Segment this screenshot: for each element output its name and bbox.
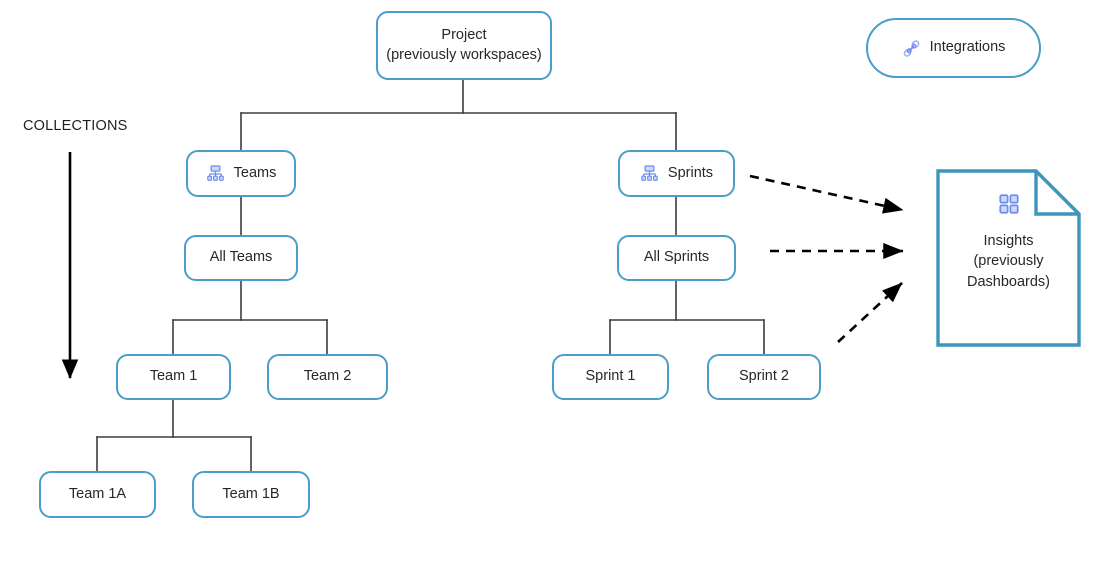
grid-2x2-icon bbox=[998, 193, 1020, 220]
node-team-2[interactable]: Team 2 bbox=[267, 354, 388, 400]
node-team-1b-label: Team 1B bbox=[222, 485, 280, 502]
node-team-1b[interactable]: Team 1B bbox=[192, 471, 310, 518]
node-sprint-2-label: Sprint 2 bbox=[739, 368, 789, 385]
insights-content: Insights (previously Dashboards) bbox=[936, 169, 1081, 347]
node-project-label: Project (previously workspaces) bbox=[386, 26, 542, 63]
dashed-arrow-sprint2-insights bbox=[837, 282, 903, 343]
node-team-1-label: Team 1 bbox=[149, 368, 198, 385]
document-shape bbox=[936, 169, 1081, 347]
node-project[interactable]: Project (previously workspaces) bbox=[376, 11, 552, 80]
dashed-relations bbox=[749, 174, 904, 343]
node-sprint-1-label: Sprint 1 bbox=[585, 368, 636, 385]
org-chart-icon bbox=[640, 164, 659, 183]
node-integrations-label: Integrations bbox=[929, 39, 1006, 56]
node-teams-label: Teams bbox=[233, 164, 277, 181]
node-all-teams[interactable]: All Teams bbox=[184, 235, 298, 281]
node-sprint-1[interactable]: Sprint 1 bbox=[552, 354, 669, 400]
node-insights[interactable]: Insights (previously Dashboards) bbox=[936, 169, 1081, 347]
node-all-sprints[interactable]: All Sprints bbox=[617, 235, 736, 281]
node-teams[interactable]: Teams bbox=[186, 150, 296, 197]
node-team-2-label: Team 2 bbox=[303, 368, 352, 385]
link-icon bbox=[902, 39, 921, 58]
node-integrations[interactable]: Integrations bbox=[866, 18, 1041, 78]
dashed-arrow-sprints-insights bbox=[749, 174, 904, 214]
collections-axis-label: COLLECTIONS bbox=[23, 118, 128, 134]
node-all-sprints-label: All Sprints bbox=[643, 249, 710, 266]
node-team-1[interactable]: Team 1 bbox=[116, 354, 231, 400]
node-team-1a-label: Team 1A bbox=[68, 485, 127, 502]
node-sprint-2[interactable]: Sprint 2 bbox=[707, 354, 821, 400]
node-sprints-label: Sprints bbox=[667, 164, 714, 181]
node-sprints[interactable]: Sprints bbox=[618, 150, 735, 197]
node-team-1a[interactable]: Team 1A bbox=[39, 471, 156, 518]
node-insights-label: Insights (previously Dashboards) bbox=[966, 233, 1050, 290]
org-chart-icon bbox=[206, 164, 225, 183]
node-all-teams-label: All Teams bbox=[209, 249, 273, 266]
